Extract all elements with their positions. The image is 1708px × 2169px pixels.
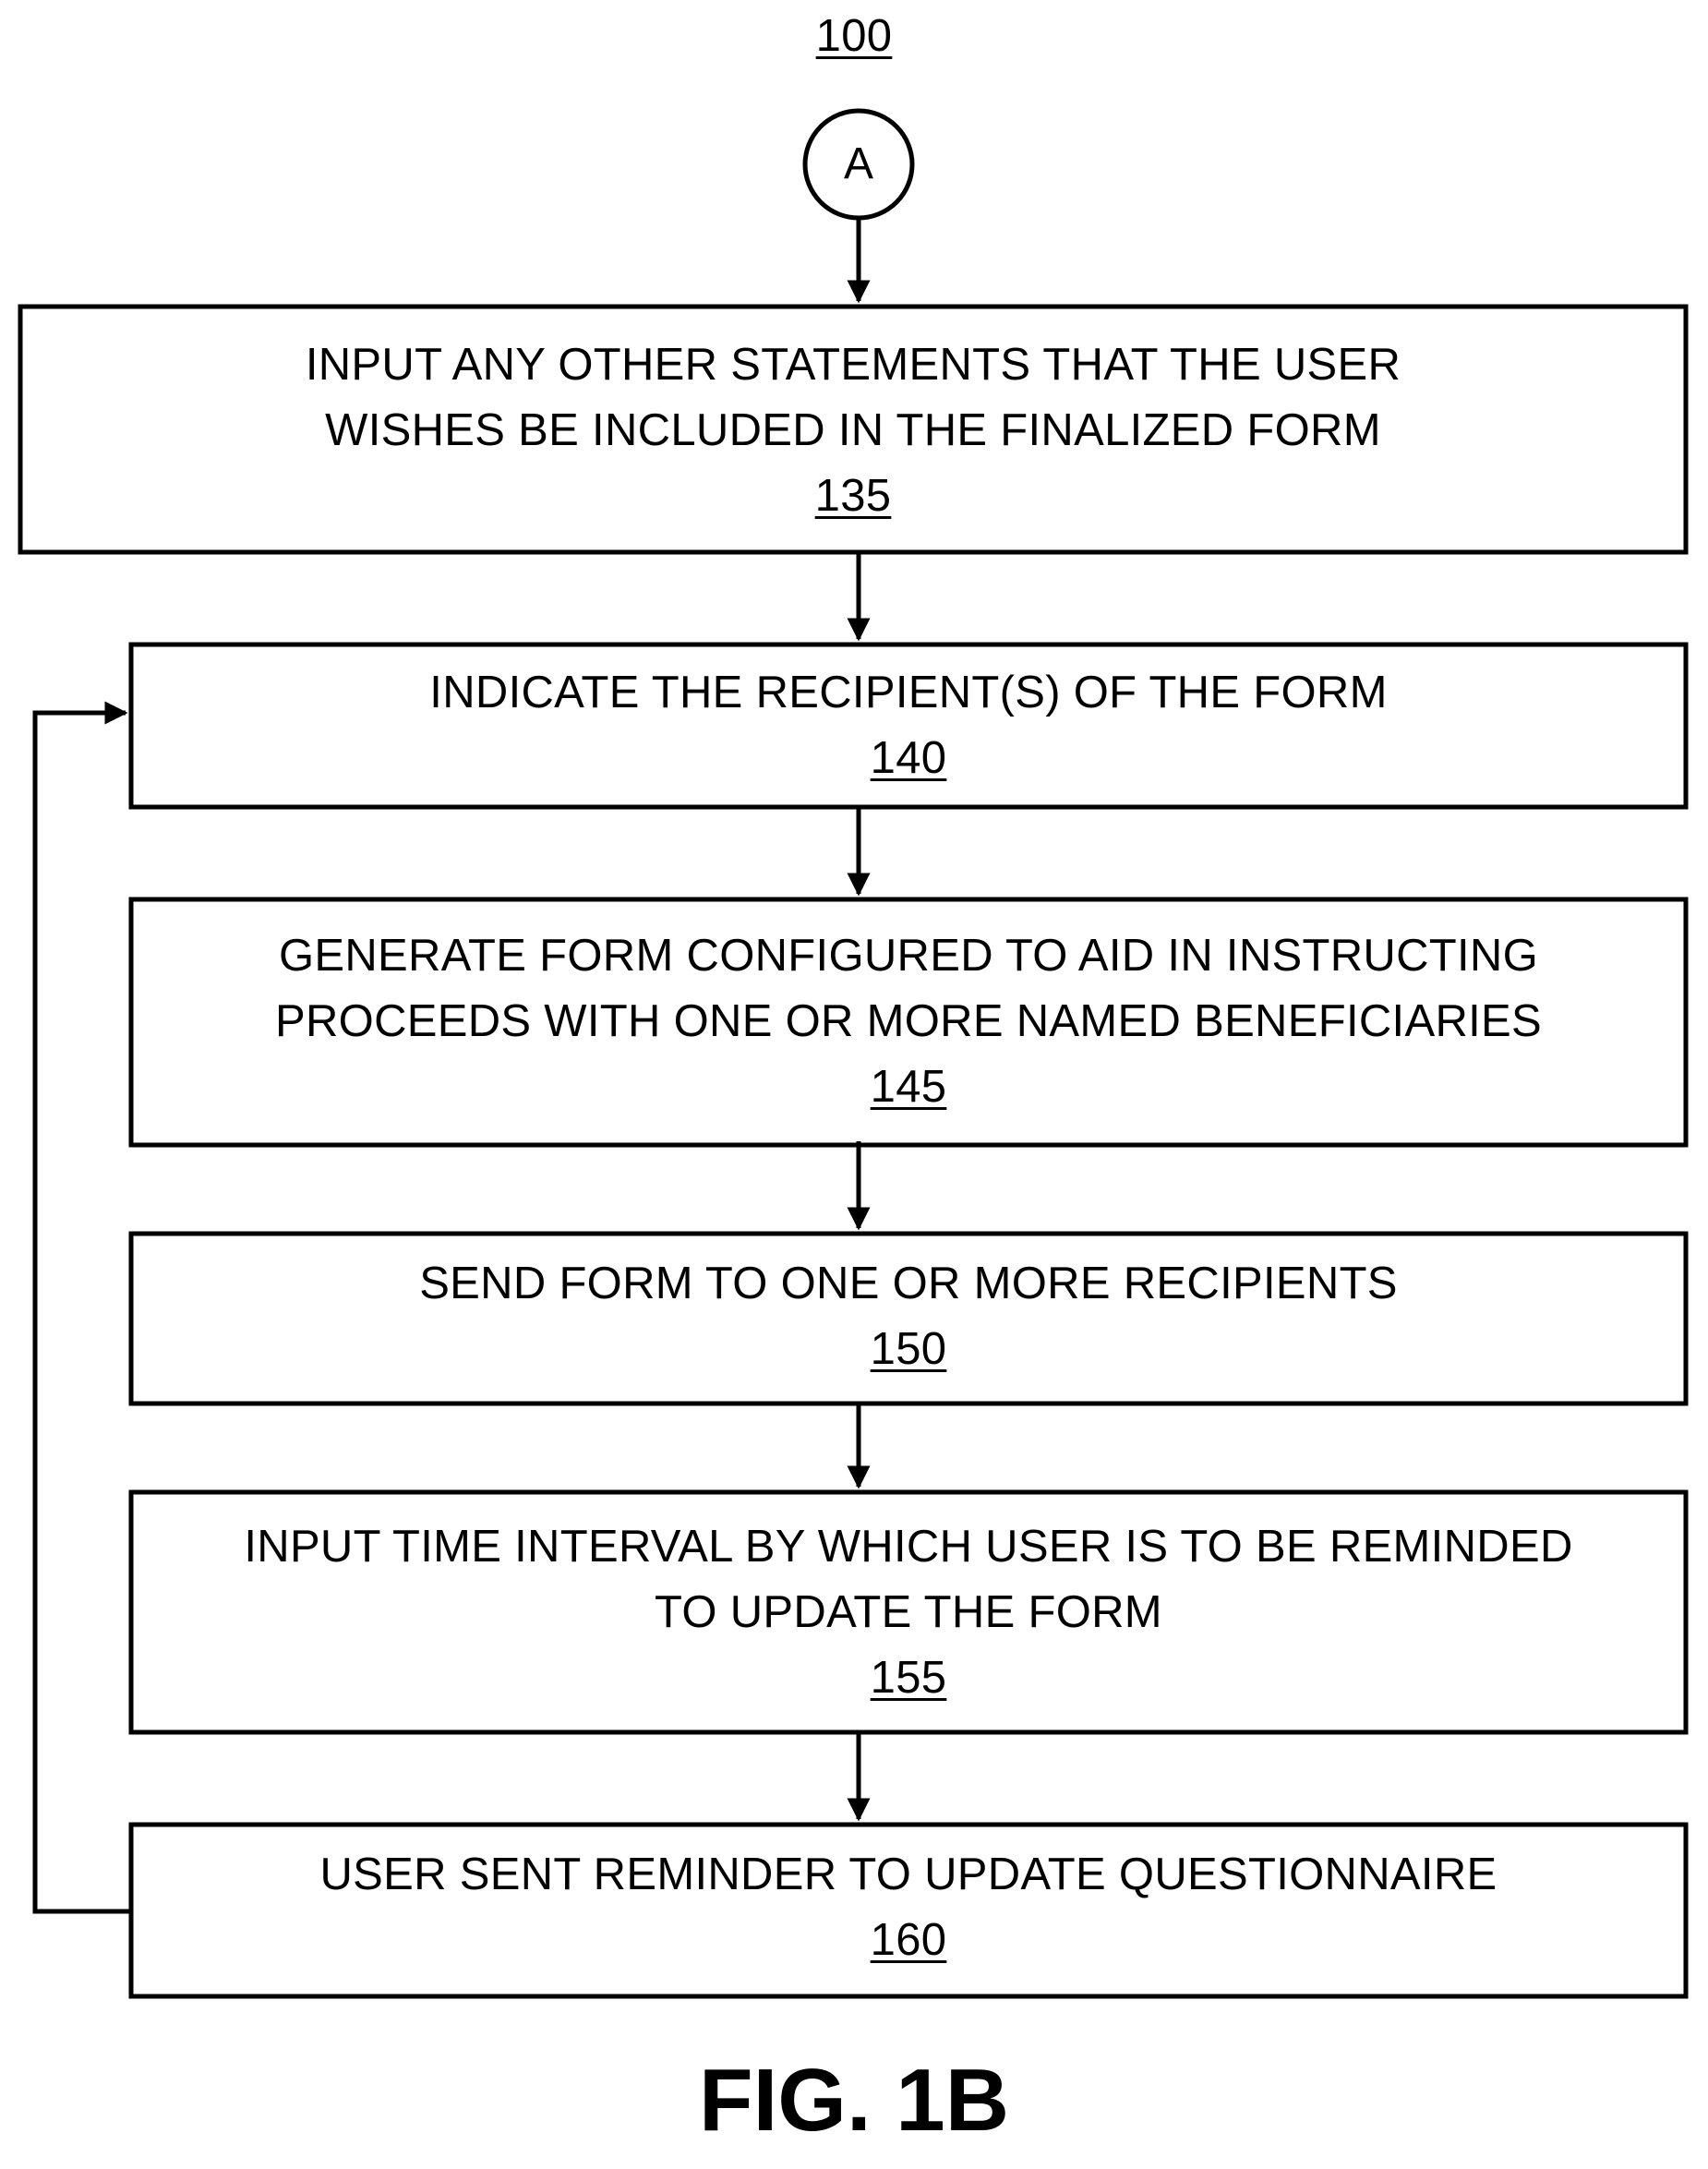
step-155-ref: 155 bbox=[131, 1645, 1686, 1711]
step-150-ref: 150 bbox=[131, 1317, 1686, 1382]
step-145-line-2: PROCEEDS WITH ONE OR MORE NAMED BENEFICI… bbox=[131, 989, 1686, 1054]
step-155-line-2: TO UPDATE THE FORM bbox=[131, 1580, 1686, 1645]
figure-caption: FIG. 1B bbox=[0, 2050, 1708, 2151]
step-155-line-1: INPUT TIME INTERVAL BY WHICH USER IS TO … bbox=[131, 1514, 1686, 1580]
step-135-line-1: INPUT ANY OTHER STATEMENTS THAT THE USER bbox=[20, 332, 1686, 398]
step-135-text: INPUT ANY OTHER STATEMENTS THAT THE USER… bbox=[20, 332, 1686, 529]
step-160-text: USER SENT REMINDER TO UPDATE QUESTIONNAI… bbox=[131, 1842, 1686, 1973]
step-140-ref: 140 bbox=[131, 726, 1686, 791]
step-150-line-1: SEND FORM TO ONE OR MORE RECIPIENTS bbox=[131, 1251, 1686, 1317]
step-160-ref: 160 bbox=[131, 1908, 1686, 1973]
step-135-line-2: WISHES BE INCLUDED IN THE FINALIZED FORM bbox=[20, 398, 1686, 464]
step-140-text: INDICATE THE RECIPIENT(S) OF THE FORM 14… bbox=[131, 660, 1686, 791]
step-155-text: INPUT TIME INTERVAL BY WHICH USER IS TO … bbox=[131, 1514, 1686, 1711]
loop-arrow-160-to-140 bbox=[35, 713, 131, 1911]
figure-number: 100 bbox=[762, 4, 946, 68]
step-145-line-1: GENERATE FORM CONFIGURED TO AID IN INSTR… bbox=[131, 923, 1686, 989]
step-140-line-1: INDICATE THE RECIPIENT(S) OF THE FORM bbox=[131, 660, 1686, 726]
step-160-line-1: USER SENT REMINDER TO UPDATE QUESTIONNAI… bbox=[131, 1842, 1686, 1908]
connector-label: A bbox=[803, 109, 914, 220]
step-145-ref: 145 bbox=[131, 1054, 1686, 1120]
step-135-ref: 135 bbox=[20, 464, 1686, 529]
step-145-text: GENERATE FORM CONFIGURED TO AID IN INSTR… bbox=[131, 923, 1686, 1120]
step-150-text: SEND FORM TO ONE OR MORE RECIPIENTS 150 bbox=[131, 1251, 1686, 1382]
